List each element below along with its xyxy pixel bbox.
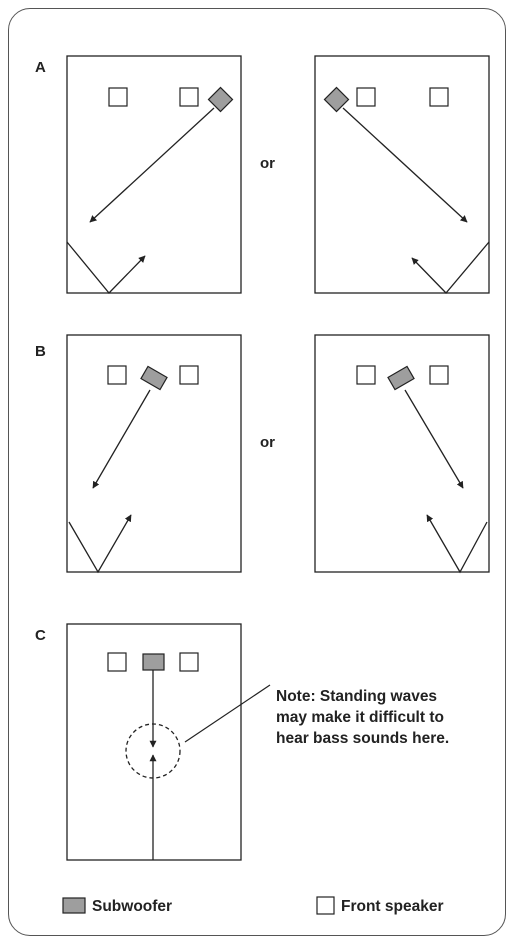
diagram-frame <box>8 8 506 936</box>
legend-front-speaker-swatch <box>316 896 335 915</box>
room-outline <box>66 55 242 294</box>
sound-path-arrow <box>342 107 468 223</box>
legend-subwoofer-swatch <box>62 897 86 914</box>
note-leader-line <box>184 684 271 743</box>
front-speaker-left <box>107 365 127 385</box>
room-a-right <box>314 55 490 294</box>
legend: Subwoofer Front speaker <box>62 896 444 915</box>
front-speaker-left <box>107 652 127 672</box>
sound-path-arrow <box>89 107 215 223</box>
section-label-c: C <box>35 627 46 644</box>
section-label-a: A <box>35 59 46 76</box>
reflected-sound-arrow <box>68 514 132 574</box>
note-line-2: may make it difficult to <box>276 709 444 726</box>
room-b-left <box>66 334 242 574</box>
room-outline <box>314 334 490 573</box>
front-speaker-right <box>429 87 449 107</box>
front-speaker-left <box>356 365 376 385</box>
front-speaker-left <box>356 87 376 107</box>
subwoofer <box>140 365 168 391</box>
standing-wave-note: Note: Standing waves may make it difficu… <box>276 688 449 747</box>
subwoofer <box>207 86 234 113</box>
section-label-b: B <box>35 343 46 360</box>
separator-or-a: or <box>260 155 275 172</box>
separator-or-b: or <box>260 434 275 451</box>
reflected-sound-arrow <box>66 241 146 294</box>
note-line-1: Note: Standing waves <box>276 688 437 705</box>
sound-path-arrow <box>404 389 464 489</box>
legend-front-speaker-label: Front speaker <box>341 898 444 915</box>
legend-subwoofer-label: Subwoofer <box>92 898 172 915</box>
subwoofer <box>142 653 165 671</box>
room-outline <box>66 623 242 861</box>
room-a-left <box>66 55 242 294</box>
front-speaker-right <box>429 365 449 385</box>
front-speaker-right <box>179 652 199 672</box>
subwoofer <box>323 86 350 113</box>
reflected-sound-arrow <box>411 241 490 294</box>
reflected-sound-arrow <box>426 514 488 574</box>
front-speaker-left <box>108 87 128 107</box>
room-outline <box>66 334 242 573</box>
standing-wave-circle <box>125 723 181 779</box>
note-line-3: hear bass sounds here. <box>276 730 449 747</box>
subwoofer <box>387 365 415 391</box>
room-b-right <box>314 334 490 574</box>
room-outline <box>314 55 490 294</box>
room-c <box>66 623 271 861</box>
sound-path-arrow <box>92 389 151 489</box>
front-speaker-right <box>179 87 199 107</box>
front-speaker-right <box>179 365 199 385</box>
